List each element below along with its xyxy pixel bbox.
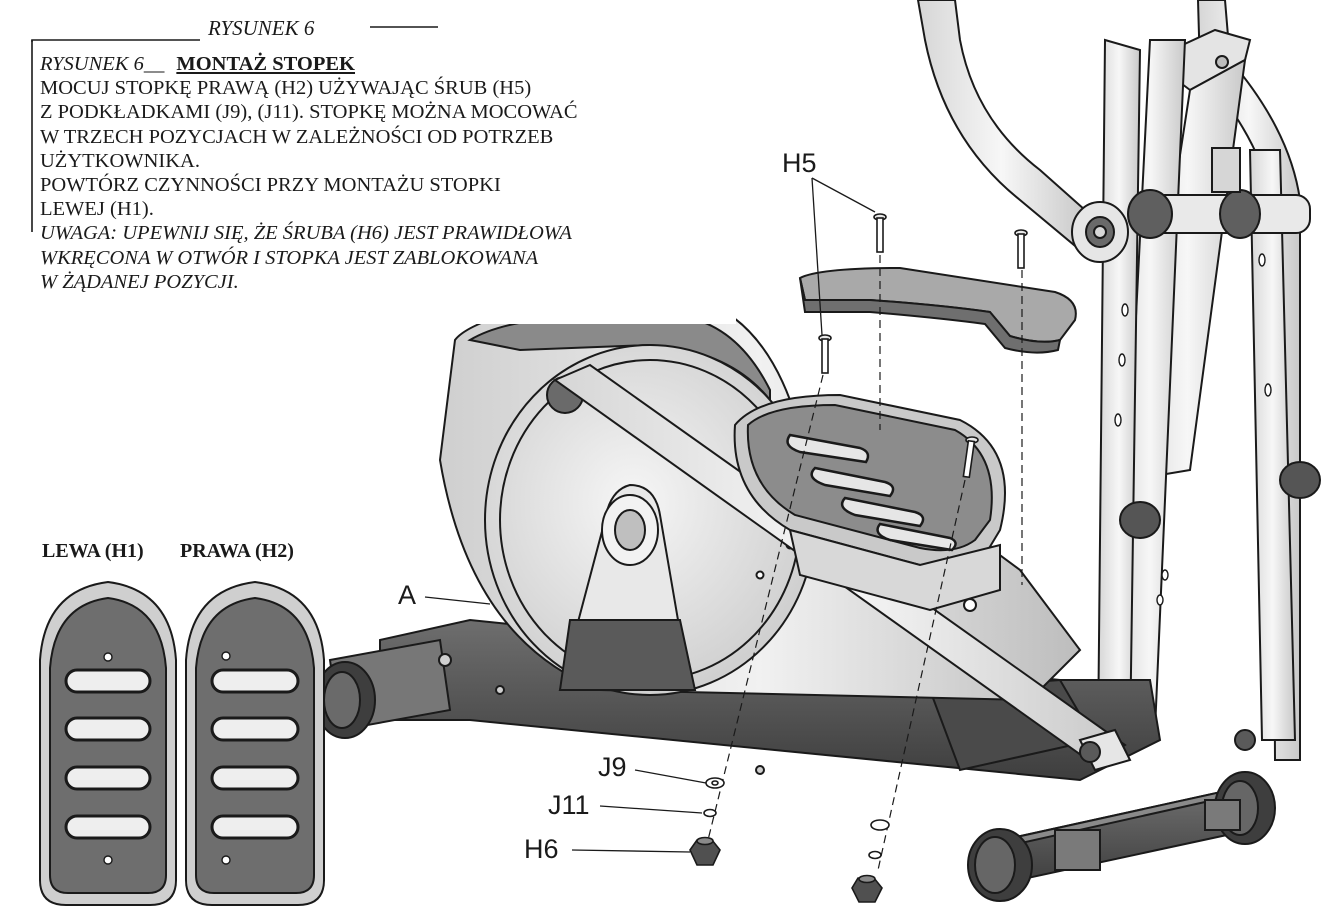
instruction-line: LEWEJ (H1). (40, 198, 154, 221)
label-j11: J11 (548, 790, 590, 820)
mounted-pedal (733, 393, 1006, 612)
right-pedal-label: PRAWA (H2) (180, 540, 294, 562)
label-j9: J9 (598, 752, 627, 782)
text-backing (36, 44, 536, 234)
rear-stabilizer (967, 771, 1276, 902)
instruction-line: MOCUJ STOPKĘ PRAWĄ (H2) UŻYWAJĄC ŚRUB (H… (40, 77, 532, 100)
instruction-line: W TRZECH POZYCJACH W ZALEŻNOŚCI OD POTRZ… (40, 125, 554, 148)
instructions-header-prefix: RYSUNEK 6__ (40, 53, 165, 75)
right-upright-tube (1248, 149, 1297, 741)
adjustment-knob (1119, 461, 1321, 539)
handlebar-left-arm (916, 0, 1087, 252)
assembly-instructions: RYSUNEK 6__ MONTAŻ STOPEK MOCUJ STOPKĘ PR… (40, 52, 760, 294)
figure-title: RYSUNEK 6 (208, 16, 315, 40)
right-pedal-h2 (185, 580, 325, 906)
label-h6: H6 (524, 834, 559, 864)
left-pedal-label: LEWA (H1) (42, 540, 144, 562)
warning-note-line: W ŻĄDANEJ POZYCJI. (40, 270, 239, 293)
washers-and-knobs (689, 777, 890, 903)
instruction-line: POWTÓRZ CZYNNOŚCI PRZY MONTAŻU STOPKI (40, 174, 501, 197)
instruction-line: UŻYTKOWNIKA. (40, 149, 200, 172)
warning-note-line: WKRĘCONA W OTWÓR I STOPKA JEST ZABLOKOWA… (40, 246, 539, 269)
leader-lines (424, 177, 876, 853)
instruction-line: Z PODKŁADKAMI (J9), (J11). STOPKĘ MOŻNA … (40, 101, 578, 124)
text-frame (31, 26, 438, 232)
tube-holes (1114, 253, 1272, 606)
label-h5: H5 (782, 148, 817, 178)
exploded-pedal (798, 266, 1077, 354)
pivot-axle (1071, 147, 1311, 263)
label-a: A (398, 580, 417, 610)
alignment-lines (707, 255, 1023, 871)
bolt-h5 (818, 213, 1028, 479)
note-backing (36, 232, 736, 324)
instructions-header-title: MONTAŻ STOPEK (176, 53, 356, 75)
left-pedal-h1 (39, 580, 177, 906)
warning-note-line: UWAGA: UPEWNIJ SIĘ, ŻE ŚRUBA (H6) JEST P… (40, 222, 572, 245)
instructions-header: RYSUNEK 6__ MONTAŻ STOPEK (40, 52, 760, 76)
